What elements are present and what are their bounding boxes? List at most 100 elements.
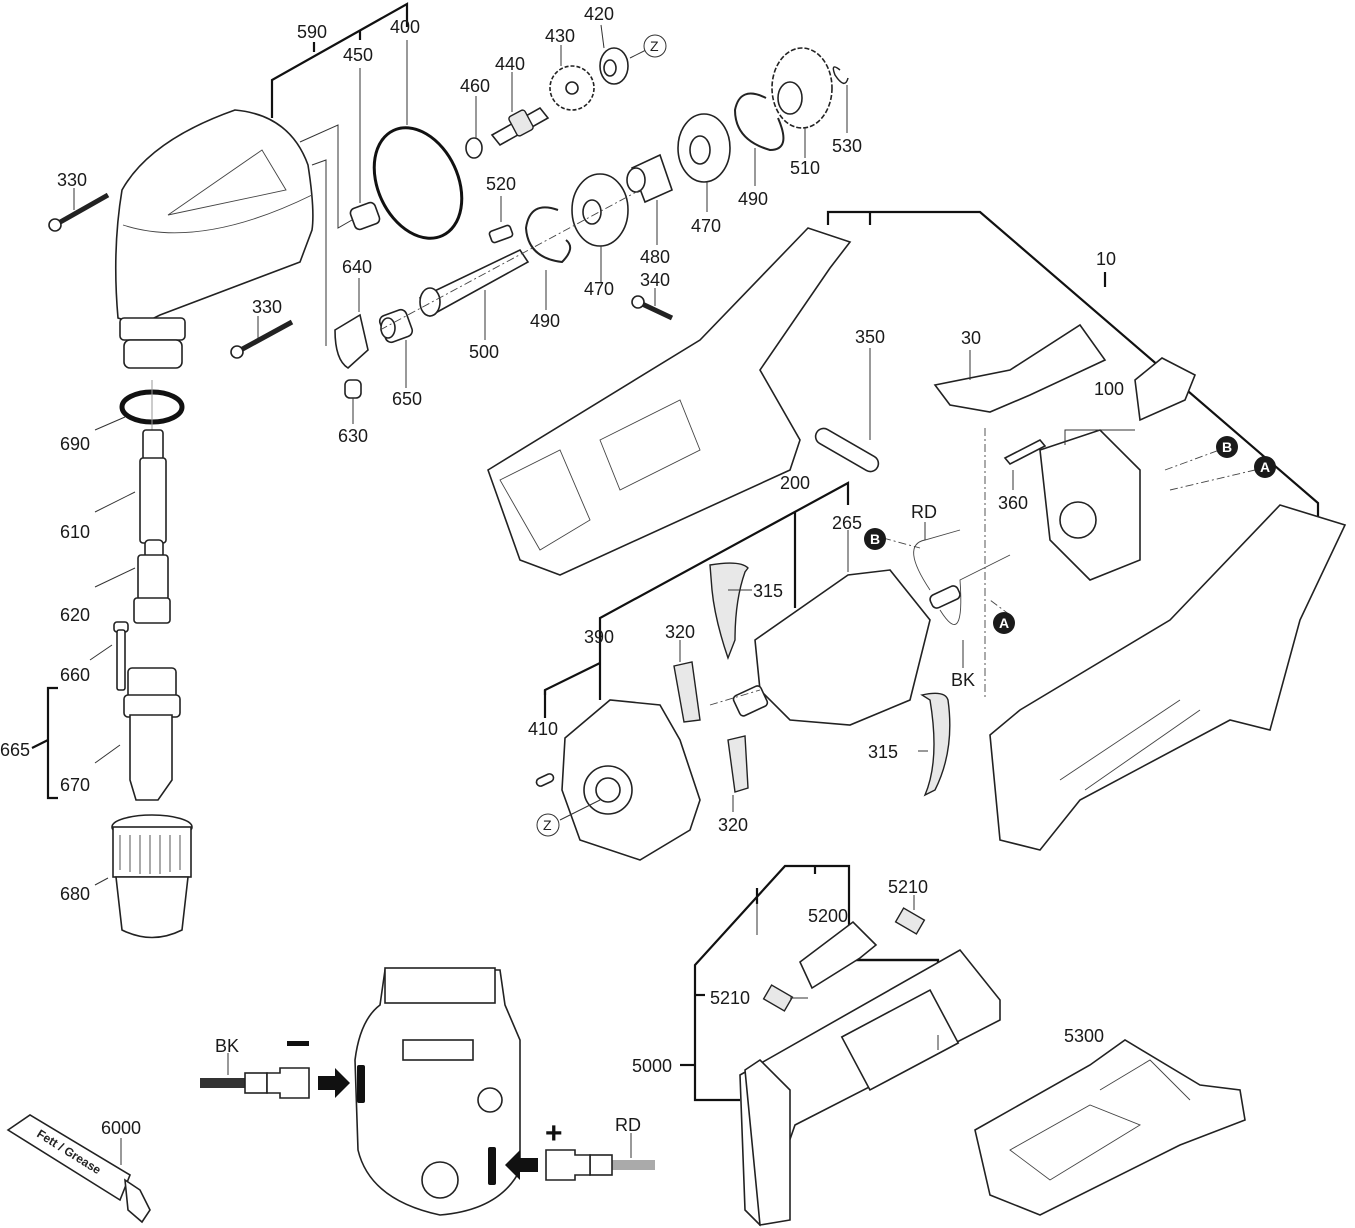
- housing-edge: [122, 194, 313, 234]
- minus-sign: [287, 1041, 309, 1046]
- gear-510: [771, 47, 833, 129]
- punch-620: [133, 539, 171, 624]
- callout-a-left-text: A: [999, 615, 1009, 631]
- switch-100: [1039, 357, 1197, 581]
- connector-bk-sleeve: [244, 1072, 268, 1094]
- label-315-top: 315: [753, 581, 783, 601]
- callout-z-top: [643, 34, 667, 58]
- circlip-530: [832, 66, 849, 84]
- gear-430: [549, 65, 595, 111]
- grease-tube-6000: Fett / Grease 6000: [6, 1114, 151, 1224]
- dash-b-left: [882, 537, 921, 549]
- label-510: 510: [790, 158, 820, 178]
- label-340: 340: [640, 270, 670, 290]
- pin-660: [113, 621, 129, 691]
- pin-350: [814, 427, 880, 473]
- magnet-315-bottom: [920, 692, 951, 797]
- label-rd-bottom: RD: [615, 1115, 641, 1135]
- label-350: 350: [855, 327, 885, 347]
- bracket-590: [270, 2, 409, 118]
- assembly-guide-2: [311, 159, 327, 346]
- label-670: 670: [60, 775, 90, 795]
- bracket-390: [543, 662, 601, 695]
- label-10: 10: [1096, 249, 1116, 269]
- label-665: 665: [0, 740, 30, 760]
- leader-660: [89, 644, 113, 661]
- bracket-tick-665: [31, 739, 49, 749]
- label-610: 610: [60, 522, 90, 542]
- callout-z-bottom-text: Z: [543, 817, 552, 833]
- label-390: 390: [584, 627, 614, 647]
- housing-half-10: [989, 504, 1347, 851]
- needle-bearing-650: [378, 308, 414, 344]
- label-5300: 5300: [1064, 1026, 1104, 1046]
- label-400: 400: [390, 17, 420, 37]
- pin-410: [535, 773, 555, 787]
- terminal-bk: [357, 1065, 365, 1103]
- label-360: 360: [998, 493, 1028, 513]
- label-490-left: 490: [530, 311, 560, 331]
- label-630: 630: [338, 426, 368, 446]
- label-470-left: 470: [584, 279, 614, 299]
- leader-690: [94, 416, 126, 431]
- o-ring-400: [372, 126, 464, 240]
- switch-screw: [477, 1087, 503, 1113]
- latch-5210-left: [762, 984, 794, 1012]
- callout-b-right-text: B: [1222, 439, 1232, 455]
- plus-sign: +: [545, 1117, 563, 1150]
- callout-b-left-text: B: [870, 531, 880, 547]
- terminal-rd: [488, 1147, 496, 1185]
- label-rd-top: RD: [911, 502, 937, 522]
- bearing-420: [599, 47, 629, 85]
- housing-ribs: [499, 399, 701, 551]
- insert-cavities: [1009, 1059, 1191, 1181]
- label-640: 640: [342, 257, 372, 277]
- housing-slot: [167, 149, 287, 216]
- arrow-rd: [505, 1150, 538, 1180]
- label-520: 520: [486, 174, 516, 194]
- washer-460: [465, 137, 483, 159]
- brush-320-top: [673, 661, 701, 723]
- label-315-bottom: 315: [868, 742, 898, 762]
- label-6000: 6000: [101, 1118, 141, 1138]
- switch-terminals: [402, 1039, 474, 1061]
- connector-rd: [545, 1149, 591, 1181]
- leader-z-top: [629, 49, 647, 59]
- label-650: 650: [392, 389, 422, 409]
- label-320-bottom: 320: [718, 815, 748, 835]
- wiring-detail: BK RD +: [200, 967, 655, 1216]
- label-680: 680: [60, 884, 90, 904]
- retaining-ring-490-left: [524, 206, 572, 264]
- label-30: 30: [961, 328, 981, 348]
- callout-b-left: [864, 528, 886, 550]
- label-bk-bottom: BK: [215, 1036, 239, 1056]
- motor-265: [732, 569, 961, 726]
- connector-bk: [266, 1067, 310, 1099]
- label-460: 460: [460, 76, 490, 96]
- label-5210-top: 5210: [888, 877, 928, 897]
- carry-case-assembly: 5200 5210 5210 5000 5300: [632, 864, 1246, 1227]
- eccentric-640: [334, 313, 369, 369]
- nut-680: [111, 814, 193, 939]
- callout-b-right: [1216, 436, 1238, 458]
- leader-670: [94, 744, 121, 764]
- wire-bk-motor: [939, 554, 1011, 625]
- cutting-head-assembly: 690 610 620 660 665 670 680: [0, 380, 193, 939]
- label-530: 530: [832, 136, 862, 156]
- label-500: 500: [469, 342, 499, 362]
- sleeve-450: [349, 201, 381, 231]
- leader-z-bottom: [559, 799, 601, 821]
- sleeve-480: [626, 153, 673, 204]
- screw-330-top: [48, 192, 110, 232]
- callout-z-top-text: Z: [650, 38, 659, 54]
- label-200: 200: [780, 473, 810, 493]
- label-490-right: 490: [738, 189, 768, 209]
- grease-tube: [6, 1114, 131, 1202]
- bearing-470-right: [677, 113, 731, 183]
- switch-cover-30: [933, 323, 1107, 413]
- housing-thread: [119, 317, 186, 341]
- screw-330-bottom: [230, 319, 294, 359]
- retaining-ring-490-right: [733, 92, 785, 152]
- leader-610: [94, 491, 136, 513]
- gear-housing-390: [561, 699, 701, 861]
